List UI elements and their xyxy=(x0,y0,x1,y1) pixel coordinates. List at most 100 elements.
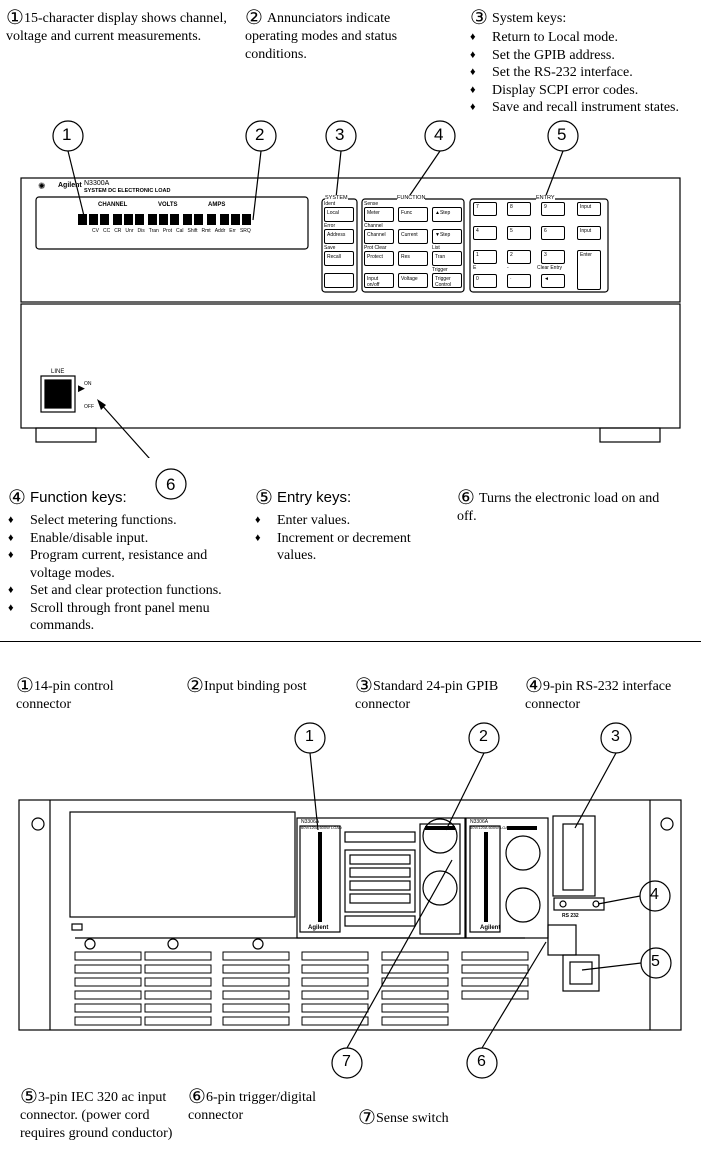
vent-slot xyxy=(222,1016,290,1026)
vent-slot xyxy=(381,977,449,987)
sense-switch[interactable] xyxy=(430,868,450,880)
vent-slot xyxy=(301,1003,369,1013)
vent-slot xyxy=(301,977,369,987)
vent-slot xyxy=(222,990,290,1000)
rs232-connector[interactable] xyxy=(554,898,604,910)
entry-key[interactable]: 2 xyxy=(507,250,531,264)
display-header-volts: VOLTS xyxy=(158,202,178,208)
module-model: N3306A xyxy=(301,819,320,825)
rear-panel-drawing xyxy=(18,722,682,1079)
list-item: Set and clear protection functions. xyxy=(8,582,238,600)
list-item: Return to Local mode. xyxy=(470,29,680,47)
annunciator: Addr xyxy=(214,228,226,234)
input-key[interactable]: Input xyxy=(577,226,601,240)
caption-text: 3-pin IEC 320 ac input connector. (power… xyxy=(20,1090,173,1141)
callout-number: ③ xyxy=(355,675,373,697)
entry-key[interactable]: 1 xyxy=(473,250,497,264)
callout-number: ① xyxy=(16,675,34,697)
callout-label: 5 xyxy=(557,125,567,144)
front-caption-1: ①15-character display shows channel, vol… xyxy=(6,8,231,47)
annunciator: SRQ xyxy=(239,228,251,234)
panel-key[interactable]: Protect xyxy=(364,251,394,266)
panel-key[interactable]: Address xyxy=(324,229,354,244)
ac-input-connector[interactable] xyxy=(563,955,599,991)
panel-key[interactable]: Meter xyxy=(364,207,394,222)
control-connector[interactable] xyxy=(300,826,340,932)
vent-slot xyxy=(381,964,449,974)
key-cell: Voltage xyxy=(398,267,428,288)
entry-key[interactable]: ◄ xyxy=(541,274,565,288)
line-power-switch[interactable] xyxy=(45,380,71,408)
caption-text: Annunciators indicate operating modes an… xyxy=(245,11,398,62)
function-group-label: FUNCTION xyxy=(397,195,426,201)
panel-key[interactable]: Channel xyxy=(364,229,394,244)
entry-key[interactable]: · xyxy=(507,274,531,288)
caption-text: 14-pin control connector xyxy=(16,679,114,712)
gpib-connector[interactable] xyxy=(563,824,583,890)
caption-text: 15-character display shows channel, volt… xyxy=(6,11,227,44)
brand-logo: Agilent xyxy=(58,182,82,189)
entry-keys-list: Enter values.Increment or decrement valu… xyxy=(255,512,435,565)
vent-slot xyxy=(381,1016,449,1026)
input-binding-post[interactable] xyxy=(423,819,457,853)
input-key[interactable]: Input xyxy=(577,202,601,216)
brand-logo-star-icon: ✺ xyxy=(38,181,46,191)
vent-slot xyxy=(144,1016,212,1026)
line-switch-label: LINE xyxy=(51,369,65,375)
enter-key[interactable]: Enter xyxy=(577,250,601,290)
callout-number: ⑤ xyxy=(255,487,273,509)
list-item: Set the RS-232 interface. xyxy=(470,64,680,82)
entry-key[interactable]: 8 xyxy=(507,202,531,216)
panel-key[interactable]: Local xyxy=(324,207,354,222)
vent-slot xyxy=(381,1003,449,1013)
panel-key[interactable]: Input on/off xyxy=(364,273,394,288)
entry-key[interactable]: 6 xyxy=(541,226,565,240)
vent-slot xyxy=(381,951,449,961)
front-caption-4: ④ Function keys: Select metering functio… xyxy=(8,488,238,635)
list-item: Display SCPI error codes. xyxy=(470,82,680,100)
entry-key[interactable]: 0 xyxy=(473,274,497,288)
panel-key[interactable]: ▼Step xyxy=(432,229,462,244)
key-cell: Res xyxy=(398,245,428,266)
vent-slot xyxy=(222,1003,290,1013)
panel-key[interactable] xyxy=(324,273,354,288)
trigger-digital-connector[interactable] xyxy=(548,925,576,955)
front-caption-3: ③ System keys: Return to Local mode.Set … xyxy=(470,8,680,117)
panel-key[interactable]: Func xyxy=(398,207,428,222)
list-item: Increment or decrement values. xyxy=(255,530,435,565)
caption-text: Standard 24-pin GPIB connector xyxy=(355,679,499,712)
panel-key[interactable]: Voltage xyxy=(398,273,428,288)
panel-key[interactable]: Trigger Control xyxy=(432,273,462,288)
callout-number: ④ xyxy=(525,675,543,697)
annunciator: Rmt xyxy=(201,228,211,234)
list-item: Enable/disable input. xyxy=(8,530,238,548)
callout-label: 5 xyxy=(651,953,660,970)
panel-key[interactable]: ▲Step xyxy=(432,207,462,222)
key-shift-label: Clear Entry xyxy=(537,265,563,271)
key-shift-label: Trigger xyxy=(432,267,448,273)
annunciator: Err xyxy=(229,228,236,234)
vent-slot xyxy=(74,977,142,987)
callout-number: ① xyxy=(6,7,24,29)
entry-key[interactable]: 4 xyxy=(473,226,497,240)
callout-label: 2 xyxy=(479,728,488,745)
entry-key[interactable]: 7 xyxy=(473,202,497,216)
vent-slot xyxy=(461,990,529,1000)
entry-key[interactable]: 3 xyxy=(541,250,565,264)
panel-key[interactable]: Tran xyxy=(432,251,462,266)
key-shift-label: - xyxy=(507,265,509,271)
entry-group-label: ENTRY xyxy=(536,195,555,201)
key-shift-label: Prot Clear xyxy=(364,245,387,251)
entry-key[interactable]: 9 xyxy=(541,202,565,216)
caption-text: 9-pin RS-232 interface connector xyxy=(525,679,672,712)
panel-key[interactable]: Current xyxy=(398,229,428,244)
entry-key[interactable]: 5 xyxy=(507,226,531,240)
rear-caption-3: ③Standard 24-pin GPIB connector xyxy=(355,676,505,715)
panel-key[interactable]: Res xyxy=(398,251,428,266)
panel-key[interactable]: Recall xyxy=(324,251,354,266)
